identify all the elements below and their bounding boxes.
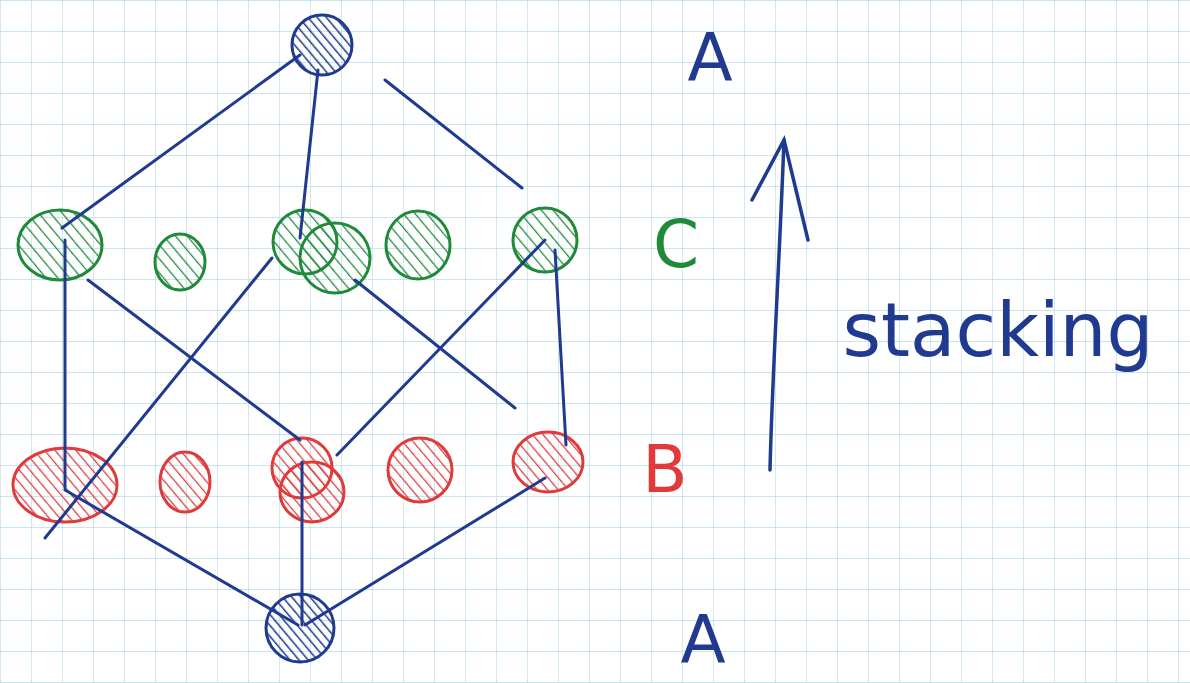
layer-label: C xyxy=(653,212,699,278)
layer-label: A xyxy=(680,607,725,673)
direction-label: stacking xyxy=(843,293,1154,367)
layer-label: A xyxy=(687,25,732,91)
stacking-arrow xyxy=(752,140,808,470)
layer-label: B xyxy=(642,437,687,503)
layer-a-atoms xyxy=(266,15,352,662)
layer-c-atoms xyxy=(18,208,577,293)
cell-lines xyxy=(45,55,566,625)
